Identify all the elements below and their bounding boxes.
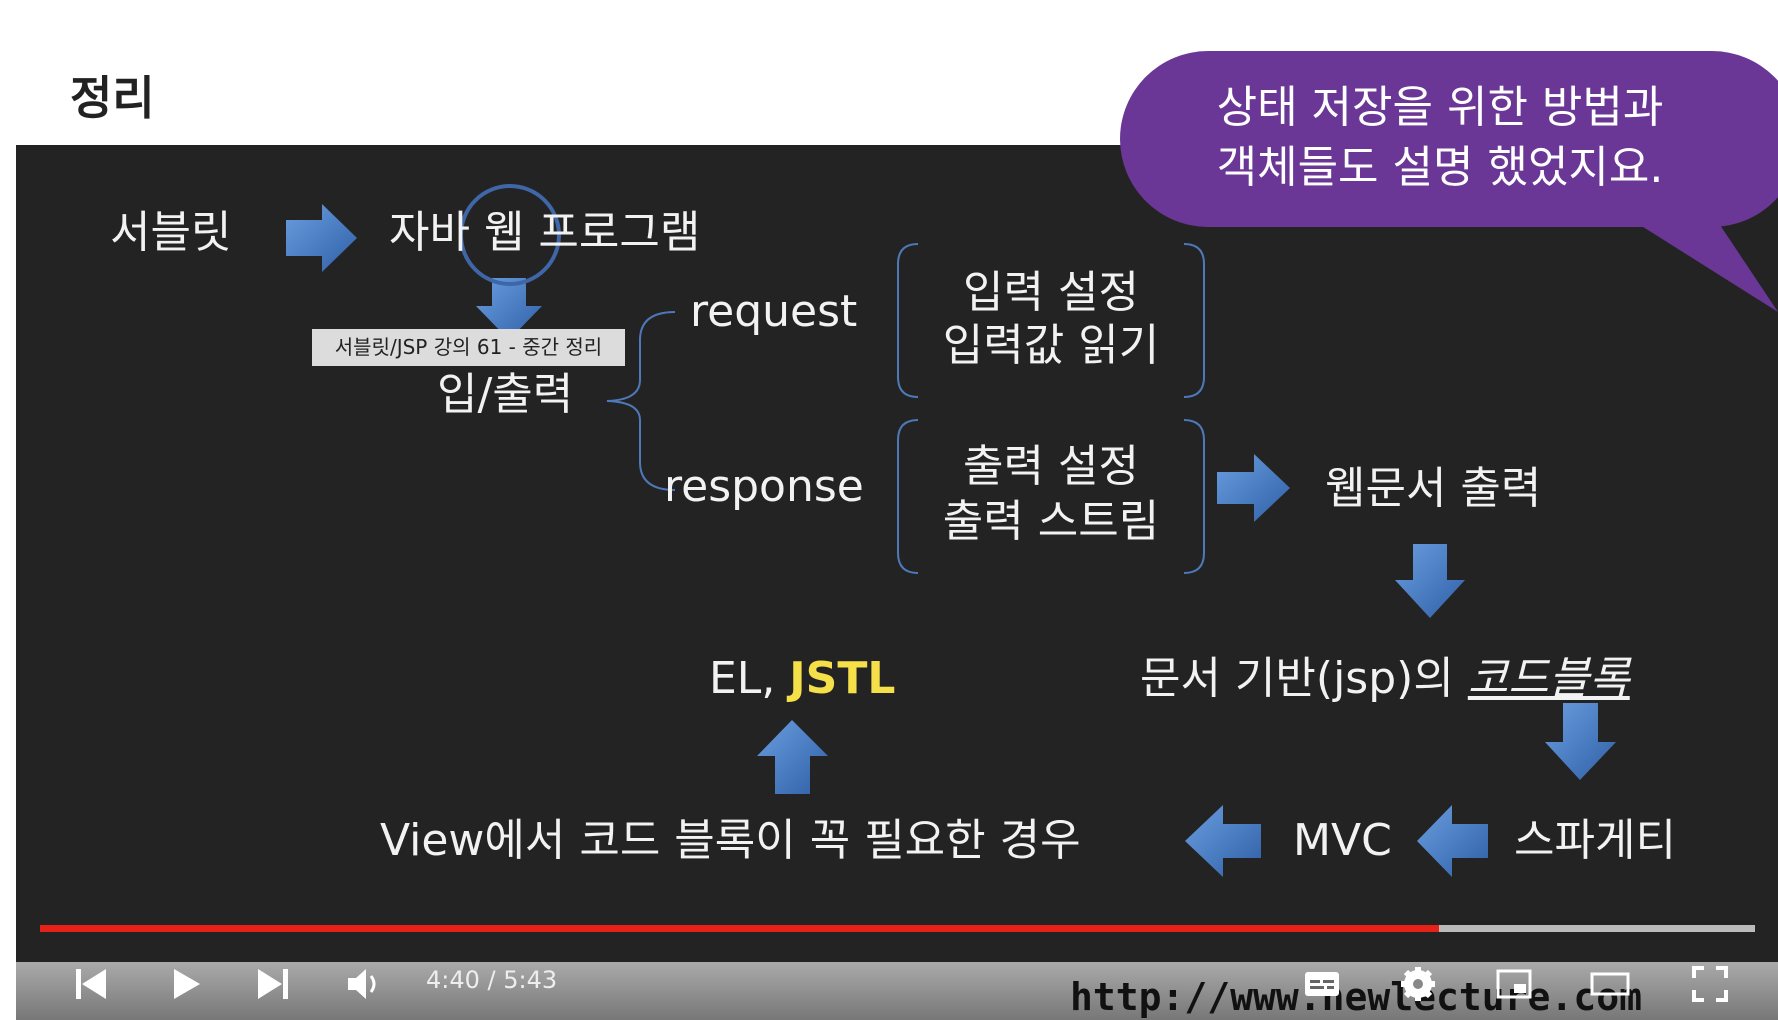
slide-title: 정리 [70,71,155,125]
arrow-left-icon [1417,805,1488,877]
fullscreen-icon[interactable] [1690,964,1730,1004]
jstl-text: JSTL [789,653,896,704]
view-case-label: View에서 코드 블록이 꼭 필요한 경우 [380,815,1081,866]
code-block-label: 문서 기반(jsp)의 코드블록 [1140,657,1630,701]
request-box-line-1: 입력 설정 [963,267,1139,318]
play-icon[interactable] [166,964,206,1004]
arrow-down-icon [1545,703,1616,780]
arrow-down-icon [1395,544,1465,618]
video-title-tooltip: 서블릿/JSP 강의 61 - 중간 정리 [312,329,625,366]
request-label: request [690,286,858,337]
speech-bubble [1120,51,1778,227]
speech-bubble-tail [1640,225,1778,312]
settings-icon[interactable] [1398,964,1438,1004]
arrow-up-icon [757,720,828,794]
io-label: 입/출력 [437,369,574,420]
code-block-term: 코드블록 [1467,653,1630,704]
time-display: 4:40 / 5:43 [426,966,557,994]
arrow-left-icon [1185,805,1261,877]
watermark: http://www.newlecture.com [1070,975,1642,1019]
web-doc-output-label: 웹문서 출력 [1325,463,1542,514]
duration: 5:43 [503,966,558,994]
code-block-prefix: 문서 기반(jsp)의 [1140,653,1468,704]
el-jstl-label: EL, JSTL [709,657,895,701]
bubble-line-2: 객체들도 설명 했었지요. [1216,142,1664,193]
bracket-box-request [897,243,1205,398]
previous-icon[interactable] [72,964,112,1004]
request-box-line-2: 입력값 읽기 [942,320,1160,371]
current-time: 4:40 [426,966,480,994]
progress-bar[interactable] [40,925,1755,932]
arrow-down-icon [476,278,542,340]
player-controls [16,962,1778,1020]
brace [606,311,676,491]
arrow-right-icon [286,204,357,272]
progress-bar-played [40,925,1440,932]
next-icon[interactable] [252,964,292,1004]
theater-icon[interactable] [1590,964,1630,1004]
mvc-label: MVC [1293,815,1392,866]
response-box-line-2: 출력 스트림 [942,496,1160,547]
time-separator: / [479,966,504,994]
subtitles-icon[interactable] [1302,964,1342,1004]
spaghetti-label: 스파게티 [1514,815,1676,866]
arrow-right-icon [1217,454,1290,522]
response-box-line-1: 출력 설정 [963,441,1139,492]
volume-icon[interactable] [344,964,384,1004]
speech-bubble-text: 상태 저장을 위한 방법과 객체들도 설명 했었지요. [1150,78,1730,198]
el-text: EL, [709,653,790,704]
bubble-line-1: 상태 저장을 위한 방법과 [1216,82,1664,133]
java-web-label: 자바 웹 프로그램 [389,207,701,258]
response-label: response [664,461,864,512]
bracket-box-response [897,419,1205,574]
highlight-circle [459,184,561,286]
servlet-label: 서블릿 [110,207,232,258]
miniplayer-icon[interactable] [1494,964,1534,1004]
